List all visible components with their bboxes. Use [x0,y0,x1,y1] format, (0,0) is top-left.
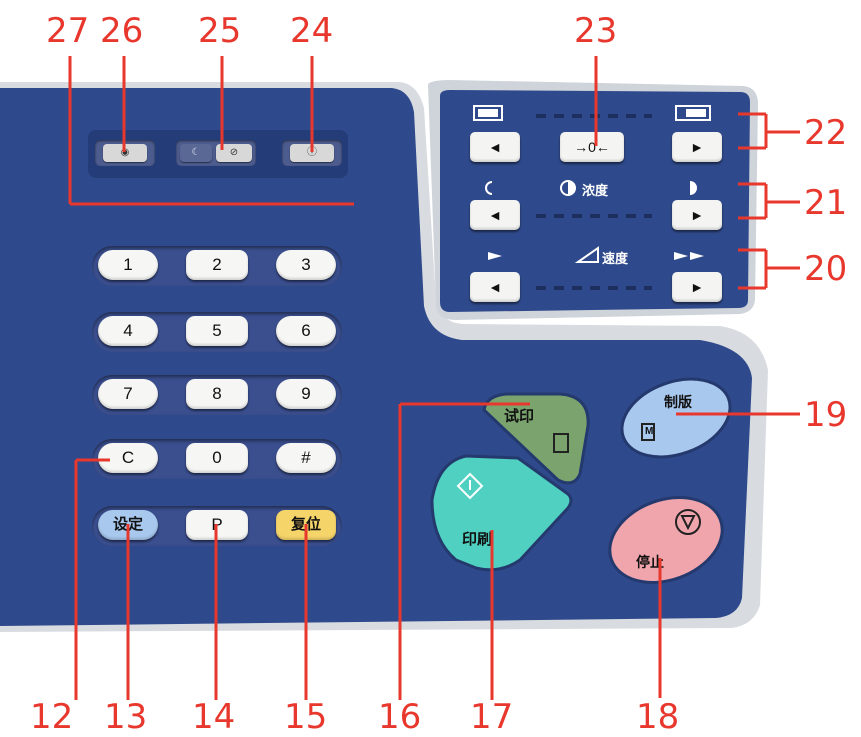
test-print-button [482,392,590,485]
callout-16: 16 [378,697,422,737]
image-position-left-button[interactable]: ◄ [470,132,520,162]
density-label: 浓度 [582,183,609,198]
callout-18: 18 [636,697,680,737]
key-6[interactable]: 6 [276,316,336,346]
image-position-center-button[interactable]: →0← [560,132,624,162]
density-increase-button[interactable]: ► [672,200,722,230]
keypad-row-4: C 0 # [92,439,342,479]
key-3[interactable]: 3 [276,250,336,280]
callout-25: 25 [198,11,242,51]
print-button [430,454,573,572]
print-label: 印刷 [462,531,493,548]
callout-14: 14 [192,697,236,737]
callout-24: 24 [290,11,334,51]
key-2[interactable]: 2 [186,250,248,280]
callout-23: 23 [574,11,618,51]
callout-20: 20 [804,249,848,289]
plate-m-label: M [645,426,654,437]
callout-21: 21 [804,183,848,223]
keypad-row-3: 7 8 9 [92,375,342,415]
callout-26: 26 [100,11,144,51]
keypad-row-2: 4 5 6 [92,312,342,352]
key-c[interactable]: C [98,443,158,473]
test-print-icon [553,433,569,453]
moon-icon: ☾ [180,144,212,162]
callout-22: 22 [804,113,848,153]
stop-label: 停止 [636,554,664,570]
plate-icon [641,423,655,441]
key-7[interactable]: 7 [98,379,158,409]
key-8[interactable]: 8 [186,379,248,409]
test-print-label: 试印 [504,408,535,425]
key-0[interactable]: 0 [186,443,248,473]
top-button-25[interactable]: ☾ ⊘ [176,140,256,166]
callout-12: 12 [30,697,74,737]
platemaking-label: 制版 [664,394,692,410]
key-5[interactable]: 5 [186,316,248,346]
start-diamond-icon [456,472,484,500]
center-arrow-right-icon: ← [595,139,610,155]
callout-19: 19 [804,395,848,435]
key-hash[interactable]: # [276,443,336,473]
image-position-right-button[interactable]: ► [672,132,722,162]
speed-decrease-button[interactable]: ◄ [470,272,520,302]
center-arrow-left-icon: → [574,139,589,155]
speed-increase-button[interactable]: ► [672,272,722,302]
stop-icon [675,509,701,535]
keypad-row-1: 1 2 3 [92,246,342,286]
center-value: 0 [588,139,596,155]
callout-15: 15 [284,697,328,737]
key-1[interactable]: 1 [98,250,158,280]
density-decrease-button[interactable]: ◄ [470,200,520,230]
key-4[interactable]: 4 [98,316,158,346]
callout-13: 13 [104,697,148,737]
speed-label: 速度 [602,251,629,266]
top-button-24[interactable]: ⓘ [282,140,342,166]
platemaking-button [620,377,732,459]
key-9[interactable]: 9 [276,379,336,409]
info-icon: ⓘ [290,144,334,162]
callout-27: 27 [46,11,90,51]
power-save-icon: ◉ [103,144,147,162]
cycle-icon: ⊘ [216,144,252,162]
callout-17: 17 [470,697,514,737]
stop-button [608,495,724,585]
